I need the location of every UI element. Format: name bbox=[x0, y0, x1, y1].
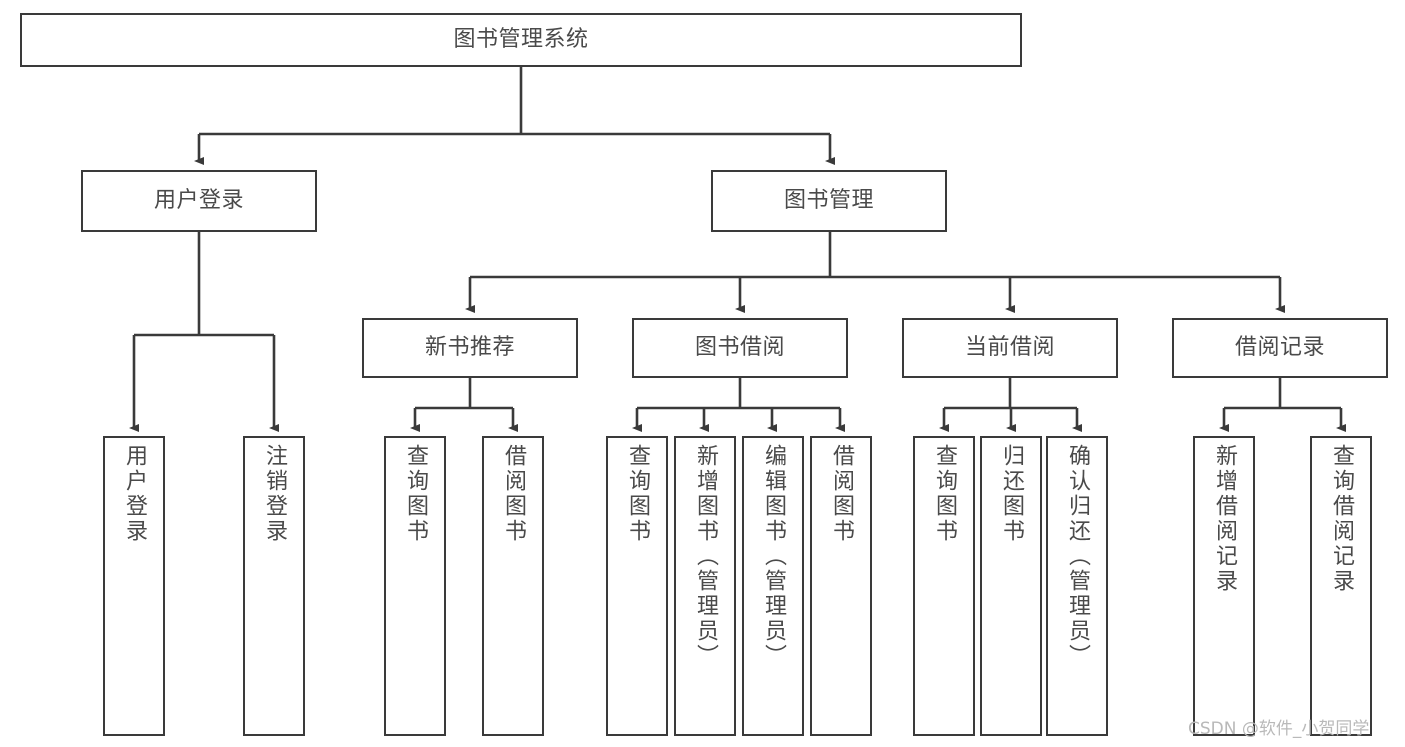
node-label: 查询图书 bbox=[624, 444, 650, 544]
node-label: 用户登录 bbox=[153, 188, 244, 214]
leaf-record-add-record[interactable]: 新增借阅记录 bbox=[1193, 436, 1255, 736]
node-root-system[interactable]: 图书管理系统 bbox=[20, 13, 1022, 67]
leaf-current-return-book[interactable]: 归还图书 bbox=[980, 436, 1042, 736]
leaf-user-login-signout[interactable]: 注销登录 bbox=[243, 436, 305, 736]
node-label: 查询图书 bbox=[931, 444, 957, 544]
node-label: 图书借阅 bbox=[694, 335, 785, 361]
node-label: 确认归还（管理员） bbox=[1064, 444, 1090, 669]
node-current-borrow[interactable]: 当前借阅 bbox=[902, 318, 1118, 378]
node-label: 新书推荐 bbox=[424, 335, 515, 361]
leaf-borrow-add-book-admin[interactable]: 新增图书（管理员） bbox=[674, 436, 736, 736]
leaf-borrow-edit-book-admin[interactable]: 编辑图书（管理员） bbox=[742, 436, 804, 736]
node-book-management[interactable]: 图书管理 bbox=[711, 170, 947, 232]
node-label: 借阅记录 bbox=[1234, 335, 1325, 361]
leaf-user-login-signin[interactable]: 用户登录 bbox=[103, 436, 165, 736]
node-label: 图书管理 bbox=[783, 188, 874, 214]
node-borrow-record[interactable]: 借阅记录 bbox=[1172, 318, 1388, 378]
node-label: 图书管理系统 bbox=[453, 27, 589, 53]
node-label: 当前借阅 bbox=[964, 335, 1055, 361]
watermark-text: CSDN @软件_小贺同学 bbox=[1188, 719, 1370, 739]
leaf-current-query-book[interactable]: 查询图书 bbox=[913, 436, 975, 736]
leaf-borrow-query-book[interactable]: 查询图书 bbox=[606, 436, 668, 736]
leaf-recommend-borrow-book[interactable]: 借阅图书 bbox=[482, 436, 544, 736]
node-label: 新增图书（管理员） bbox=[692, 444, 718, 669]
node-label: 新增借阅记录 bbox=[1211, 444, 1237, 594]
leaf-recommend-query-book[interactable]: 查询图书 bbox=[384, 436, 446, 736]
leaf-record-query-record[interactable]: 查询借阅记录 bbox=[1310, 436, 1372, 736]
node-new-book-recommend[interactable]: 新书推荐 bbox=[362, 318, 578, 378]
leaf-borrow-borrow-book[interactable]: 借阅图书 bbox=[810, 436, 872, 736]
node-user-login[interactable]: 用户登录 bbox=[81, 170, 317, 232]
node-label: 查询借阅记录 bbox=[1328, 444, 1354, 594]
node-label: 编辑图书（管理员） bbox=[760, 444, 786, 669]
node-label: 用户登录 bbox=[121, 444, 147, 544]
node-label: 借阅图书 bbox=[500, 444, 526, 544]
node-label: 注销登录 bbox=[261, 444, 287, 544]
leaf-current-confirm-return-admin[interactable]: 确认归还（管理员） bbox=[1046, 436, 1108, 736]
node-label: 借阅图书 bbox=[828, 444, 854, 544]
node-book-borrow[interactable]: 图书借阅 bbox=[632, 318, 848, 378]
node-label: 查询图书 bbox=[402, 444, 428, 544]
node-label: 归还图书 bbox=[998, 444, 1024, 544]
